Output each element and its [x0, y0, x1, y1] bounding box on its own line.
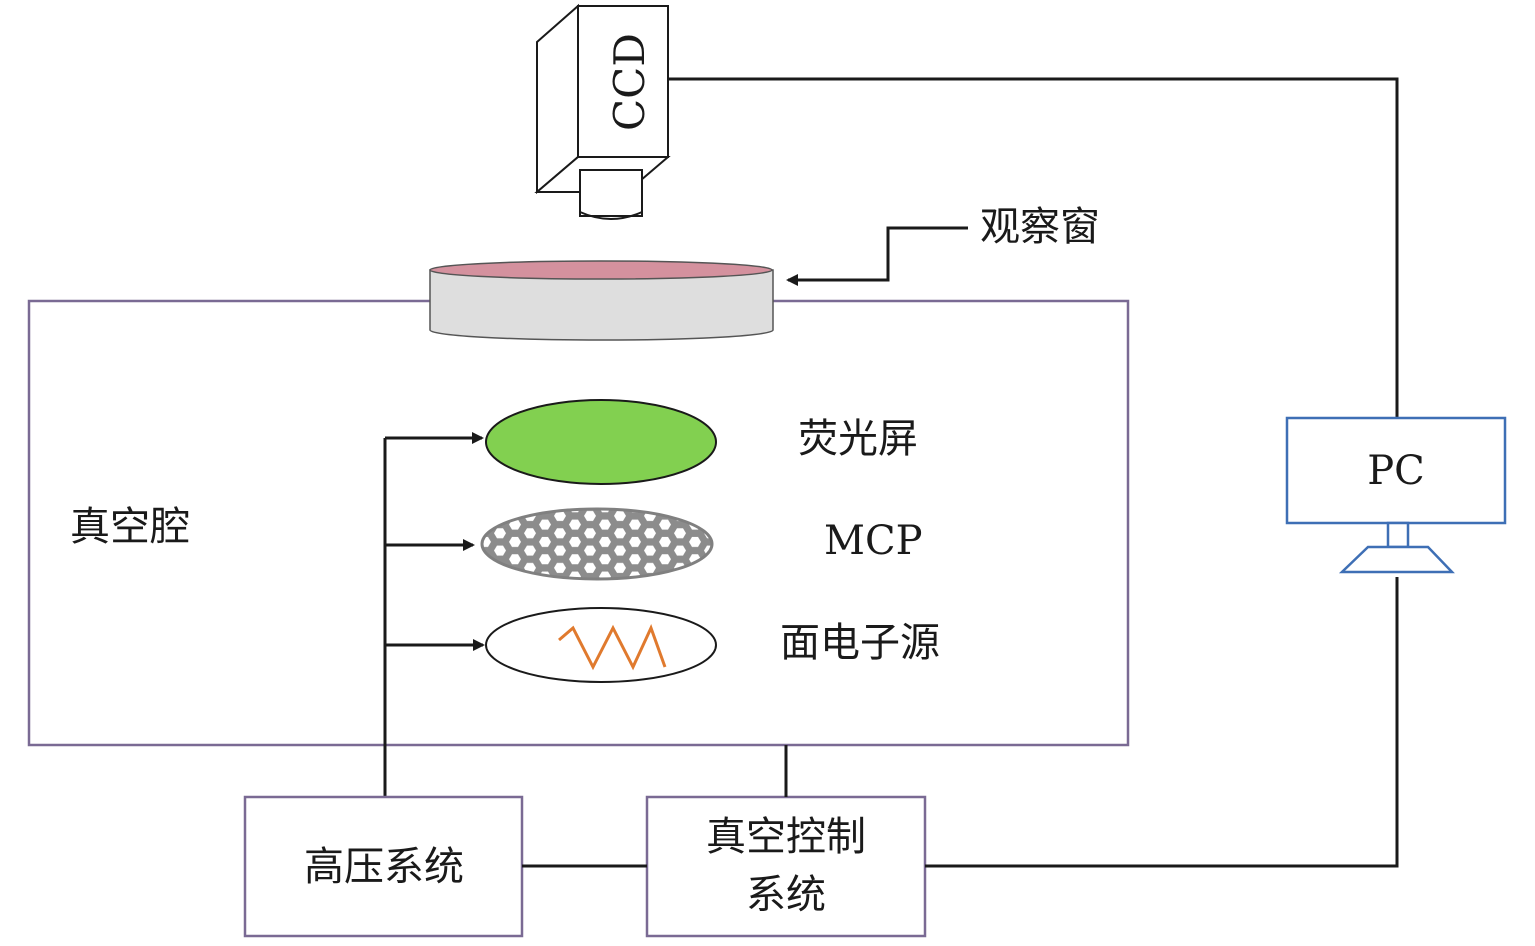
pc-stand: [1338, 545, 1455, 574]
window-pointer-arrow: [786, 226, 968, 286]
vacuum-control-label-line1: 真空控制: [706, 814, 866, 860]
pc-monitor-icon: PC: [1285, 416, 1507, 574]
hv-system-label: 高压系统: [304, 844, 464, 890]
vacuum-control-label-line2: 系统: [746, 872, 826, 918]
mcp-label: MCP: [824, 518, 922, 564]
mcp-plate: [480, 507, 714, 581]
hv-system-box: [243, 795, 524, 938]
ccd-pc-cable: [668, 77, 1399, 418]
chamber-label: 真空腔: [70, 504, 190, 550]
observation-window: [429, 260, 774, 341]
ccd-front-face: [577, 5, 669, 158]
electron-source: [485, 607, 717, 683]
source-label: 面电子源: [780, 620, 940, 666]
phosphor-label: 荧光屏: [798, 416, 918, 462]
pc-neck: [1386, 521, 1410, 549]
ccd-lens: [579, 169, 643, 217]
vacuum-pc-link: [925, 577, 1399, 868]
pc-label: PC: [1367, 448, 1425, 494]
phosphor-screen: [485, 399, 717, 485]
hv-wiring: [383, 432, 485, 799]
source-filament: [558, 624, 667, 671]
ccd-label: CCD: [605, 33, 654, 131]
window-label: 观察窗: [980, 204, 1100, 250]
ccd-camera-icon: CCD: [534, 3, 671, 220]
